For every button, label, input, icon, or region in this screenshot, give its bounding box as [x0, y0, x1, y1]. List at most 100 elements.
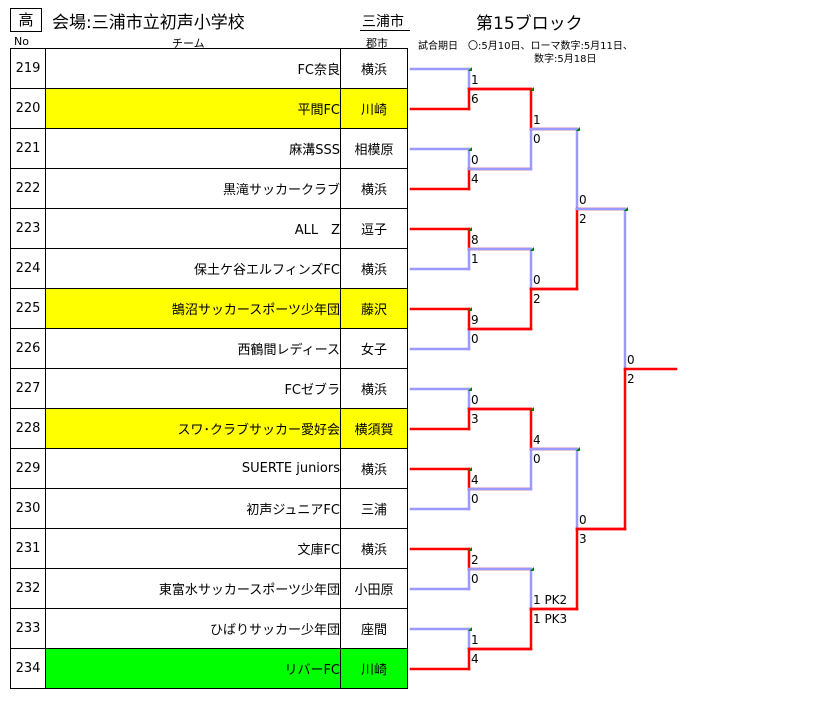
match-tick-mark	[468, 467, 472, 471]
score-top: 0	[579, 193, 587, 207]
team-name: ひばりサッカー少年団	[45, 608, 341, 649]
team-name: 西鶴間レディース	[45, 328, 341, 369]
team-city: 横浜	[340, 448, 408, 489]
team-number: 230	[10, 488, 46, 529]
team-number: 233	[10, 608, 46, 649]
score-bottom: 0	[533, 132, 541, 146]
score-bottom: 1	[471, 252, 479, 266]
score-bottom: 1 PK3	[533, 612, 567, 626]
score-bottom: 2	[627, 372, 635, 386]
host-city-underline	[360, 30, 410, 31]
block-title: 第15ブロック	[476, 14, 583, 34]
score-top: 2	[471, 553, 479, 567]
team-number: 234	[10, 648, 46, 689]
match-tick-mark	[468, 67, 472, 71]
team-city: 横浜	[340, 168, 408, 209]
team-number: 223	[10, 208, 46, 249]
score-top: 8	[471, 233, 479, 247]
team-number: 224	[10, 248, 46, 289]
team-number: 225	[10, 288, 46, 329]
score-top: 0	[533, 273, 541, 287]
team-number: 231	[10, 528, 46, 569]
team-name: 平間FC	[45, 88, 341, 129]
match-tick-mark	[468, 627, 472, 631]
column-header-team: チーム	[172, 37, 205, 50]
score-bottom: 2	[579, 212, 587, 226]
team-city: 相模原	[340, 128, 408, 169]
team-name: 文庫FC	[45, 528, 341, 569]
match-tick-mark	[468, 307, 472, 311]
match-tick-mark	[530, 407, 534, 411]
match-tick-mark	[530, 567, 534, 571]
team-name: ALL Z	[45, 208, 341, 249]
match-tick-mark	[468, 387, 472, 391]
team-city: 川崎	[340, 648, 408, 689]
team-name: SUERTE juniors	[45, 448, 341, 489]
score-top: 1	[533, 113, 541, 127]
team-name: 保土ケ谷エルフィンズFC	[45, 248, 341, 289]
team-city: 藤沢	[340, 288, 408, 329]
score-top: 0	[471, 393, 479, 407]
team-number: 221	[10, 128, 46, 169]
score-top: 9	[471, 313, 479, 327]
score-bottom: 2	[533, 292, 541, 306]
team-city: 三浦	[340, 488, 408, 529]
column-header-no: No	[14, 35, 29, 48]
score-top: 1 PK2	[533, 593, 567, 607]
match-tick-mark	[530, 87, 534, 91]
match-tick-mark	[576, 127, 580, 131]
team-city: 座間	[340, 608, 408, 649]
team-name: FCゼブラ	[45, 368, 341, 409]
venue-title: 会場:三浦市立初声小学校	[52, 13, 245, 33]
team-name: 黒滝サッカークラブ	[45, 168, 341, 209]
score-bottom: 4	[471, 652, 479, 666]
score-top: 4	[471, 473, 479, 487]
team-name: FC奈良	[45, 48, 341, 89]
team-city: 横浜	[340, 48, 408, 89]
team-city: 逗子	[340, 208, 408, 249]
host-city: 三浦市	[362, 14, 404, 30]
team-city: 女子	[340, 328, 408, 369]
match-tick-mark	[576, 447, 580, 451]
team-number: 232	[10, 568, 46, 609]
match-tick-mark	[624, 207, 628, 211]
team-name: 初声ジュニアFC	[45, 488, 341, 529]
match-tick-mark	[468, 227, 472, 231]
score-top: 0	[579, 513, 587, 527]
schedule-note-line2: 数字:5月18日	[534, 54, 597, 65]
schedule-note-line1: 試合期日 〇:5月10日、ローマ数字:5月11日、	[418, 41, 633, 52]
team-number: 229	[10, 448, 46, 489]
score-bottom: 0	[471, 332, 479, 346]
score-bottom: 4	[471, 172, 479, 186]
team-name: 麻溝SSS	[45, 128, 341, 169]
level-badge: 高	[10, 8, 42, 32]
match-tick-mark	[530, 247, 534, 251]
team-city: 横浜	[340, 368, 408, 409]
score-bottom: 0	[471, 572, 479, 586]
score-bottom: 6	[471, 92, 479, 106]
score-bottom: 0	[471, 492, 479, 506]
score-top: 0	[627, 353, 635, 367]
team-city: 横浜	[340, 248, 408, 289]
team-city: 小田原	[340, 568, 408, 609]
score-top: 1	[471, 73, 479, 87]
team-number: 228	[10, 408, 46, 449]
column-header-city: 郡市	[366, 37, 388, 50]
team-city: 横須賀	[340, 408, 408, 449]
score-top: 0	[471, 153, 479, 167]
